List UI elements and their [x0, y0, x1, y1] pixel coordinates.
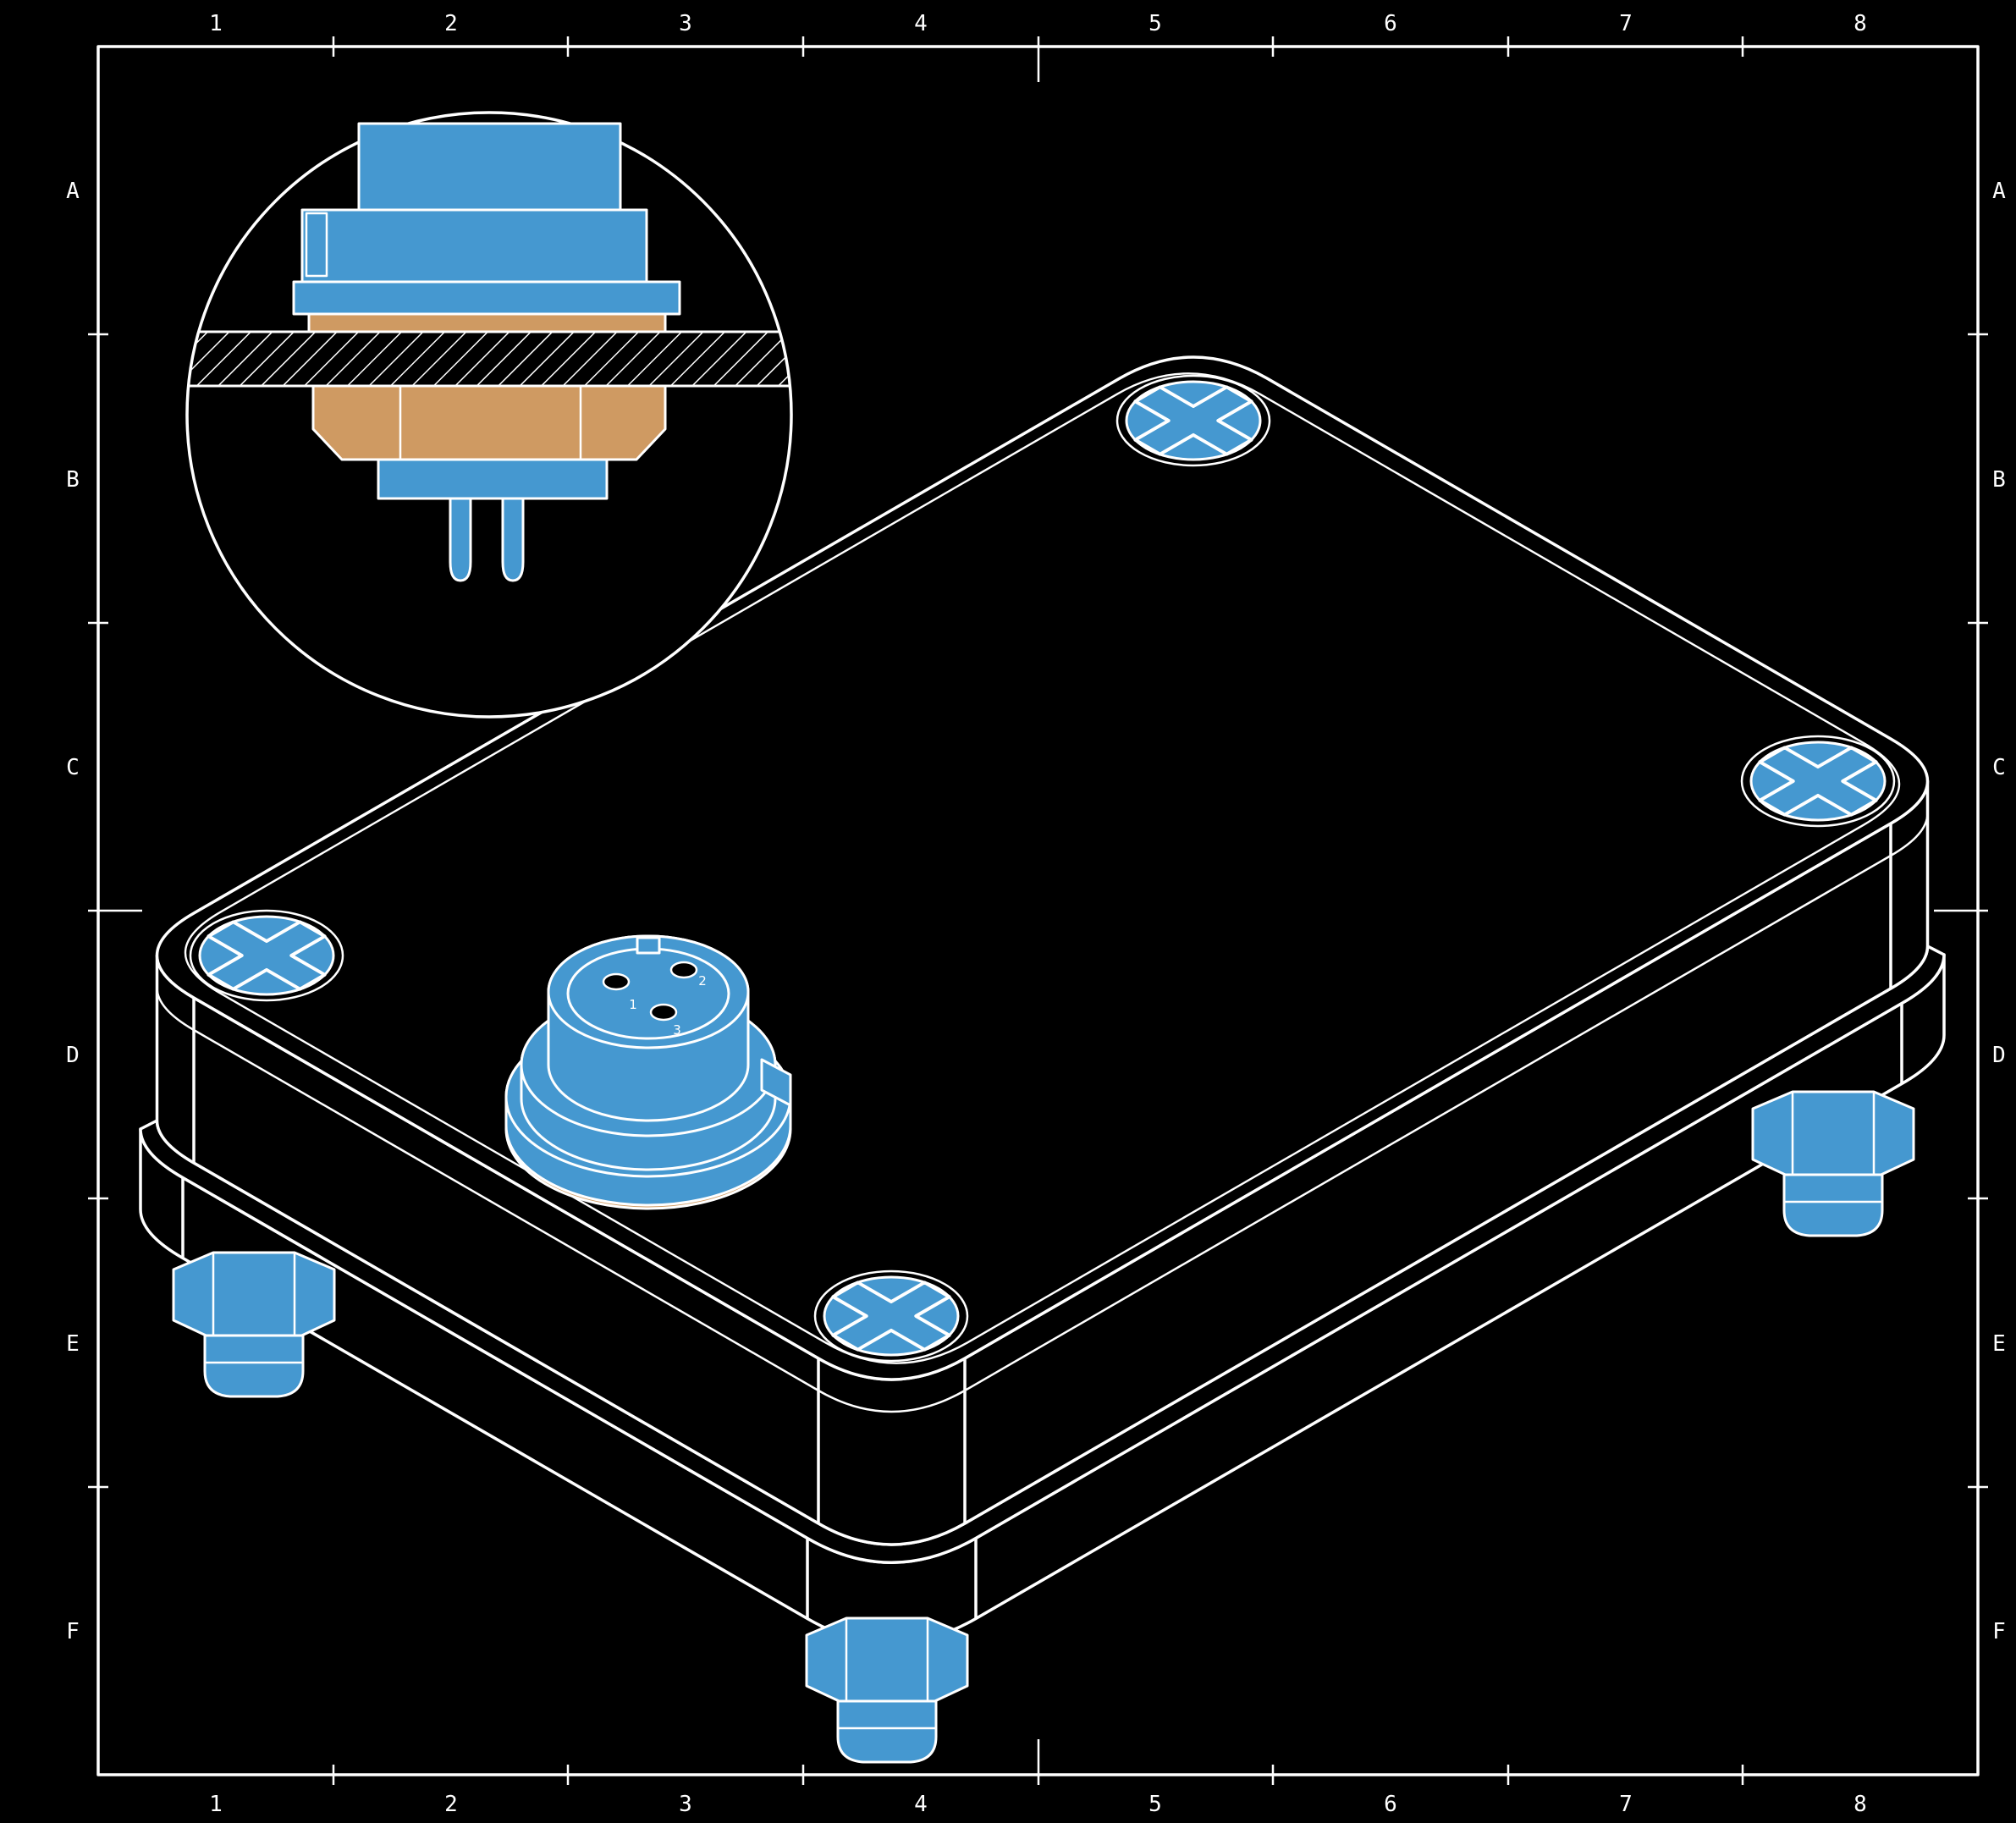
corner-screw-bottom — [813, 1269, 969, 1363]
lid-parting-line — [156, 812, 1929, 1413]
connector-cap-section — [357, 122, 622, 212]
foot-hex-body — [805, 1616, 969, 1706]
column-label: 4 — [914, 1792, 928, 1817]
pin-socket-2 — [669, 961, 698, 979]
corner-screw-left — [189, 909, 344, 1002]
pin-socket-3 — [649, 1003, 678, 1022]
panel-section-hatch — [187, 330, 791, 388]
row-label: C — [1992, 755, 2006, 780]
column-label: 8 — [1854, 11, 1867, 36]
pin-number: 2 — [698, 973, 707, 989]
column-label: 6 — [1384, 11, 1397, 36]
column-label: 2 — [444, 11, 458, 36]
solder-pin — [501, 497, 525, 582]
mounting-foot-left — [172, 1251, 336, 1398]
foot-tip — [203, 1334, 305, 1398]
phillips-cross-icon — [1133, 385, 1253, 456]
pin-socket-1 — [602, 972, 631, 991]
lid-inner-edge — [185, 372, 1901, 1364]
row-label: F — [66, 1619, 80, 1644]
row-label: A — [66, 179, 80, 204]
counterbore-circle — [813, 1269, 969, 1363]
solder-pin — [449, 497, 472, 582]
mounting-foot-bottom — [805, 1616, 969, 1764]
row-label: D — [66, 1043, 80, 1068]
grid-center-marks — [88, 36, 1988, 1785]
column-label: 5 — [1148, 1792, 1162, 1817]
corner-screw-top — [1115, 374, 1271, 467]
circular-connector: 1 2 3 — [504, 934, 792, 1210]
column-labels-top: 1 2 3 4 5 6 7 8 — [209, 11, 1867, 36]
column-label: 7 — [1619, 11, 1633, 36]
column-labels-bottom: 1 2 3 4 5 6 7 8 — [209, 1792, 1867, 1817]
row-label: F — [1992, 1619, 2006, 1644]
row-label: D — [1992, 1043, 2006, 1068]
column-label: 5 — [1148, 11, 1162, 36]
foot-hex-facets — [212, 1253, 296, 1339]
gasket-section — [307, 312, 667, 333]
rear-insulator-section — [377, 458, 609, 500]
row-labels-right: A B C D E F — [1992, 179, 2006, 1644]
counterbore-circle — [1740, 735, 1896, 828]
foot-hex-facets — [845, 1618, 929, 1705]
connector-shell-section — [300, 208, 648, 284]
pin-number: 3 — [673, 1022, 681, 1038]
bayonet-slot — [305, 212, 328, 278]
phillips-cross-icon — [207, 920, 327, 991]
base-corner-edges — [181, 1003, 1903, 1619]
column-label: 7 — [1619, 1792, 1633, 1817]
foot-tip — [836, 1699, 938, 1764]
mounting-foot-right — [1751, 1090, 1915, 1237]
keyway-notch — [636, 936, 661, 955]
counterbore-circle — [1115, 374, 1271, 467]
phillips-cross-icon — [831, 1281, 951, 1352]
row-label: E — [66, 1331, 80, 1357]
column-label: 2 — [444, 1792, 458, 1817]
latch-tab — [760, 1058, 792, 1107]
column-label: 1 — [209, 11, 223, 36]
flange-section — [292, 280, 681, 316]
foot-hex-body — [172, 1251, 336, 1341]
row-label: C — [66, 755, 80, 780]
drawing-frame: 1 2 3 4 5 6 7 8 1 2 3 4 5 6 7 8 A B C D … — [66, 11, 2006, 1817]
isometric-view: 1 2 3 — [139, 355, 1946, 1764]
nut-facet-lines — [399, 386, 582, 460]
phillips-cross-icon — [1758, 746, 1878, 817]
row-label: E — [1992, 1331, 2006, 1357]
column-label: 3 — [679, 1792, 692, 1817]
column-label: 4 — [914, 11, 928, 36]
row-labels-left: A B C D E F — [66, 179, 80, 1644]
locking-nut-section — [311, 384, 667, 461]
pin-number: 1 — [629, 997, 637, 1012]
row-label: B — [66, 467, 80, 493]
foot-tip — [1782, 1173, 1884, 1237]
corner-screw-right — [1740, 735, 1896, 828]
grid-ticks — [88, 36, 1988, 1785]
detail-view-bubble — [185, 111, 793, 719]
counterbore-circle — [189, 909, 344, 1002]
foot-hex-body — [1751, 1090, 1915, 1180]
column-label: 1 — [209, 1792, 223, 1817]
column-label: 8 — [1854, 1792, 1867, 1817]
foot-hex-facets — [1791, 1092, 1876, 1178]
row-label: A — [1992, 179, 2006, 204]
column-label: 6 — [1384, 1792, 1397, 1817]
column-label: 3 — [679, 11, 692, 36]
wall-corner-edges — [192, 823, 1892, 1523]
row-label: B — [1992, 467, 2006, 493]
socket-ring — [566, 947, 730, 1040]
